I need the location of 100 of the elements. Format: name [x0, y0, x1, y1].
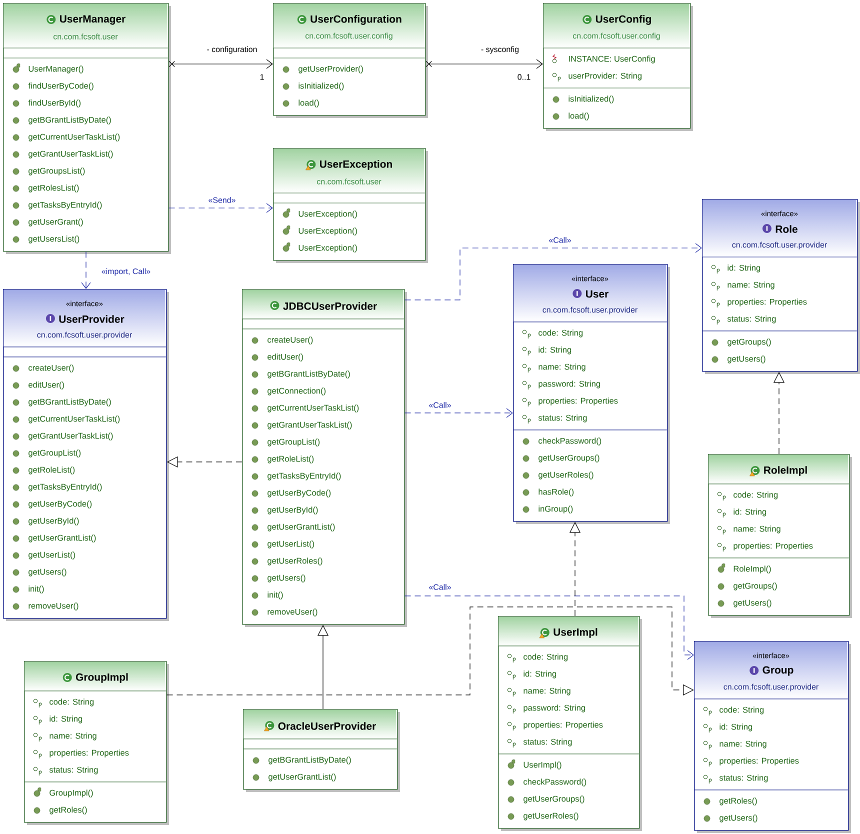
method: init(): [28, 586, 44, 594]
attribute: id: String: [734, 508, 766, 516]
class-name: Role: [776, 225, 798, 233]
dependency-arrow: [81, 251, 91, 289]
method: getUsersList(): [28, 236, 80, 244]
method: getUserRoles(): [268, 558, 322, 566]
dependency-arrow: [404, 596, 694, 660]
association-arrow: [426, 59, 544, 69]
method: load(): [568, 112, 589, 120]
method: getUserList(): [268, 540, 314, 548]
class-name: UserImpl: [554, 628, 598, 638]
attribute: name: String: [524, 688, 570, 696]
method: checkPassword(): [524, 778, 586, 786]
method: getRoles(): [720, 798, 757, 806]
class-name: UserManager: [60, 15, 126, 25]
method: getUserGroups(): [524, 796, 584, 804]
method: findUserById(): [28, 100, 81, 108]
method: getTasksByEntryId(): [28, 202, 102, 210]
method: editUser(): [268, 354, 303, 362]
attribute: properties: Properties: [734, 542, 813, 550]
attribute: status: String: [719, 774, 768, 782]
attribute: name: String: [734, 526, 780, 534]
attribute: id: String: [720, 724, 752, 732]
dependency-arrow: [168, 203, 274, 213]
method: inGroup(): [538, 506, 573, 514]
method: RoleImpl(): [734, 566, 771, 574]
class-name: UserConfiguration: [310, 15, 402, 25]
method: UserException(): [298, 210, 357, 218]
method: getUserGrantList(): [28, 534, 96, 542]
class-box: [2, 2, 171, 254]
method: getGrantUserTaskList(): [28, 432, 113, 440]
method: getUsers(): [268, 574, 306, 582]
class-name: UserConfig: [596, 15, 651, 25]
class-box: [694, 640, 851, 833]
method: getUserRoles(): [538, 472, 594, 480]
class-box: [2, 288, 169, 621]
method: load(): [298, 100, 319, 108]
attribute: userProvider: String: [568, 72, 642, 80]
attribute: name: String: [538, 364, 586, 372]
method: getGrantUserTaskList(): [268, 422, 352, 430]
class-box: [708, 454, 852, 618]
attribute: status: String: [49, 766, 98, 774]
method: removeUser(): [268, 608, 318, 616]
class-name: UserProvider: [59, 315, 124, 323]
class-box: [242, 288, 407, 627]
class-name: Group: [762, 666, 794, 676]
method: getGroups(): [728, 338, 771, 346]
method: isInitialized(): [298, 82, 344, 90]
class-box: [272, 2, 428, 118]
method: createUser(): [28, 364, 74, 372]
class-name: User: [586, 290, 608, 298]
class-name: UserException: [320, 160, 392, 170]
method: getUserList(): [28, 552, 75, 560]
class-name: GroupImpl: [76, 673, 128, 683]
class-name: RoleImpl: [764, 466, 807, 476]
method: getRoleList(): [28, 466, 75, 474]
class-name: OracleUserProvider: [278, 722, 376, 730]
method: UserManager(): [28, 66, 84, 74]
method: getUserGrant(): [28, 218, 83, 226]
method: getUserGroups(): [538, 454, 600, 462]
class-box: [542, 2, 693, 131]
method: getCurrentUserTaskList(): [268, 404, 359, 412]
method: getGroupsList(): [28, 168, 85, 176]
method: getUserById(): [268, 506, 318, 514]
attribute: properties: Properties: [50, 750, 129, 758]
attribute: code: String: [734, 492, 778, 500]
dependency-arrow: [404, 243, 702, 300]
method: getUserRoles(): [524, 812, 578, 820]
attribute: id: String: [728, 264, 760, 272]
attribute: name: String: [50, 732, 96, 740]
method: init(): [268, 592, 283, 600]
method: isInitialized(): [568, 96, 614, 104]
method: findUserByCode(): [28, 82, 94, 90]
method: removeUser(): [28, 602, 78, 610]
class-name: JDBCUserProvider: [283, 302, 377, 310]
method: getGroupList(): [28, 450, 81, 458]
method: getGroupList(): [268, 438, 320, 446]
method: hasRole(): [538, 488, 574, 496]
association-arrow: [168, 59, 274, 69]
attribute: id: String: [524, 670, 556, 678]
class-box: [498, 616, 642, 831]
attribute: id: String: [538, 346, 572, 354]
method: getCurrentUserTaskList(): [28, 416, 120, 424]
method: getRolesList(): [28, 184, 79, 192]
method: getTasksByEntryId(): [28, 484, 102, 492]
method: getBGrantListByDate(): [268, 756, 351, 764]
method: getUserGrantList(): [268, 524, 335, 532]
attribute: properties: Properties: [720, 758, 799, 766]
method: getGrantUserTaskList(): [28, 150, 113, 158]
method: getUserGrantList(): [268, 774, 336, 782]
attribute: name: String: [720, 740, 766, 748]
method: GroupImpl(): [50, 790, 93, 798]
method: UserException(): [298, 228, 357, 236]
method: getRoles(): [50, 806, 87, 814]
attribute: code: String: [720, 706, 764, 714]
class-box: [702, 198, 860, 374]
method: getBGrantListByDate(): [28, 398, 111, 406]
method: getUserById(): [28, 518, 79, 526]
method: getBGrantListByDate(): [28, 116, 111, 124]
method: getUsers(): [28, 568, 66, 576]
